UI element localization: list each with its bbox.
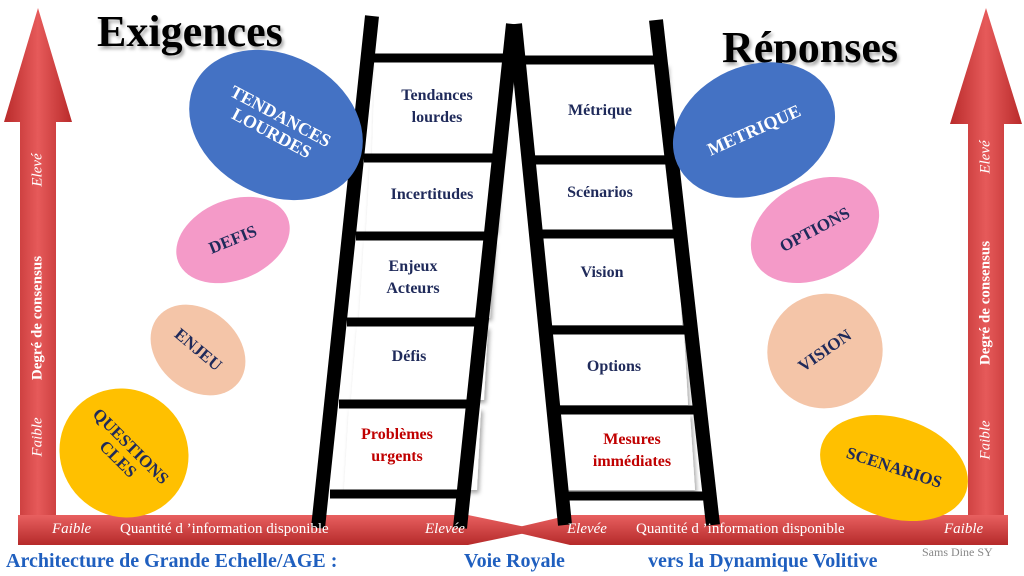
ladder-right-step-2: Scénarios	[567, 184, 633, 202]
right-consensus-label: Degré de consensus	[977, 240, 994, 366]
ellipse-enjeu-label: ENJEU	[170, 324, 226, 375]
left-consensus-label: Degré de consensus	[29, 255, 46, 381]
footer-architecture: Architecture de Grande Echelle/AGE :	[6, 550, 338, 572]
ellipse-defis-label: DEFIS	[206, 221, 260, 258]
ladder-right-step-1: Métrique	[568, 102, 632, 120]
bottom-right-arrow	[506, 515, 1008, 545]
bottom-left-arrow	[18, 515, 540, 545]
ladder-right-step-5: Mesures immédiates	[592, 431, 672, 470]
title-exigences: Exigences	[97, 7, 283, 56]
ladder-left-step-1: Tendances lourdes	[401, 87, 473, 126]
info-low-left: Faible	[52, 521, 92, 537]
info-label-right: Quantité d ’information disponible	[636, 521, 845, 537]
ladder-right-step-3: Vision	[580, 264, 624, 282]
right-ladder	[508, 19, 720, 526]
left-ladder-boxes	[344, 60, 506, 490]
right-vertical-arrow	[950, 8, 1022, 518]
info-high-left: Elevée	[425, 521, 465, 537]
ladder-left-step-5: Problèmes urgents	[361, 426, 433, 465]
right-consensus-high: Elevé	[977, 140, 994, 174]
info-high-right: Elevée	[567, 521, 607, 537]
ellipse-metrique-label: METRIQUE	[704, 100, 804, 160]
ellipse-scenarios-label: SCENARIOS	[844, 443, 945, 492]
info-label-left: Quantité d ’information disponible	[120, 521, 329, 537]
left-consensus-high: Elevé	[29, 153, 46, 187]
ellipse-questions-cles-label: QUESTIONS CLES	[88, 404, 173, 489]
ellipse-tendances-lourdes-label: TENDANCES LOURDES	[226, 81, 335, 163]
ladder-right-step-4: Options	[586, 358, 642, 376]
right-consensus-low: Faible	[977, 420, 994, 460]
right-ladder-boxes	[527, 64, 695, 490]
ellipse-vision-label: VISION	[794, 325, 855, 376]
left-ladder	[311, 15, 520, 529]
footer-voie-royale: Voie Royale	[464, 550, 565, 572]
author-credit: Sams Dine SY	[922, 545, 993, 559]
ellipse-options-label: OPTIONS	[776, 203, 854, 256]
info-low-right: Faible	[944, 521, 984, 537]
ladder-left-step-4: Défis	[391, 348, 427, 366]
left-consensus-low: Faible	[29, 417, 46, 457]
footer-dynamique-volitive: vers la Dynamique Volitive	[648, 550, 878, 572]
ladder-left-step-3: Enjeux Acteurs	[386, 258, 440, 297]
left-vertical-arrow	[4, 8, 72, 518]
ladder-left-step-2: Incertitudes	[390, 186, 474, 204]
